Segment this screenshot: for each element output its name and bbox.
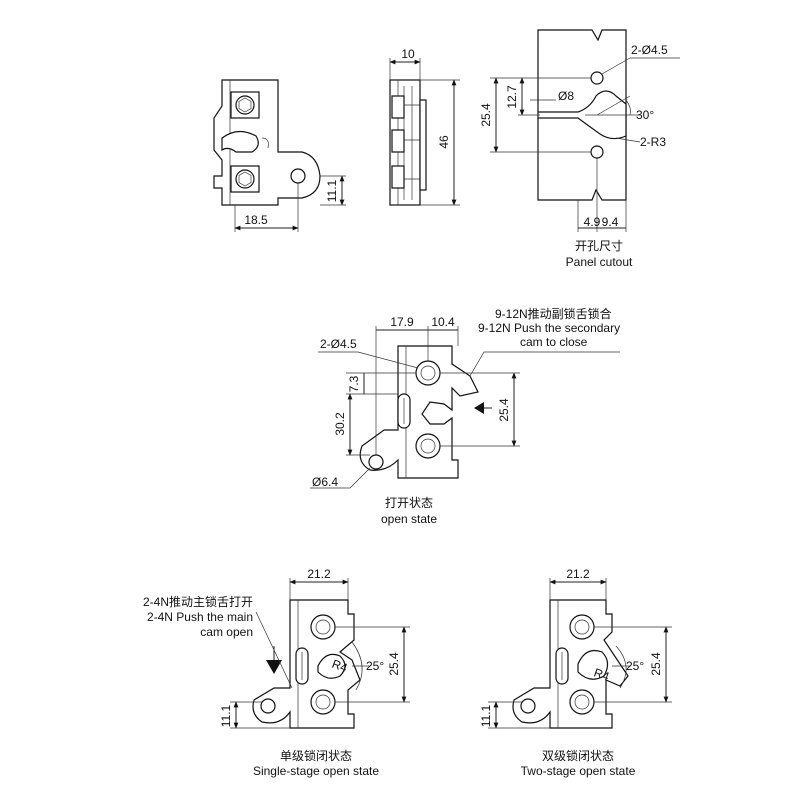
- two-dim-right: 25.4: [649, 652, 663, 676]
- panel-cutout-view: 2-Ø4.5 Ø8 30° 2-R3 25.4 12.7 4.9 9.4 开孔尺…: [479, 29, 680, 269]
- front-height-dim: 11.1: [325, 179, 339, 202]
- open-caption-cn: 打开状态: [385, 496, 433, 510]
- two-radius-label: R4: [592, 665, 612, 684]
- upper-mount-hole: [590, 71, 604, 85]
- open-pivot-hole: [368, 454, 384, 470]
- open-caption-en: open state: [381, 512, 437, 526]
- open-hole-label: 2-Ø4.5: [320, 337, 357, 351]
- single-caption-cn: 单级锁闭状态: [280, 748, 352, 763]
- single-note-en-1: 2-4N Push the main: [147, 610, 253, 624]
- side-height-dim: 46: [437, 135, 451, 149]
- cutout-angle-label: 30°: [636, 108, 654, 122]
- open-dim-left-big: 30.2: [333, 412, 347, 436]
- single-dim-right: 25.4: [387, 652, 401, 676]
- cutout-hole-label: 2-Ø4.5: [631, 43, 668, 57]
- two-dim-bottom-left: 11.1: [479, 704, 493, 727]
- lower-mount-hole: [590, 145, 604, 159]
- lower-screw-hex: [238, 171, 252, 187]
- open-note-en-2: cam to close: [520, 335, 588, 349]
- single-lower-screw: [310, 689, 336, 715]
- front-view: 18.5 11.1: [213, 79, 346, 232]
- open-dim-right: 25.4: [497, 398, 511, 422]
- single-note-cn: 2-4N推动主锁舌打开: [143, 594, 253, 609]
- cutout-caption-en: Panel cutout: [566, 255, 633, 269]
- side-width-dim: 10: [401, 47, 415, 61]
- single-pivot-hole: [260, 698, 276, 714]
- two-upper-screw: [569, 614, 595, 640]
- cutout-total-height: 25.4: [479, 103, 493, 127]
- cutout-slot: [537, 90, 627, 140]
- single-caption-en: Single-stage open state: [253, 764, 379, 778]
- open-state-view: 17.9 10.4 2-Ø4.5 9-12N推动副锁舌锁合 9-12N Push…: [310, 306, 620, 526]
- single-stage-view: 2-4N推动主锁舌打开 2-4N Push the main cam open …: [143, 567, 410, 778]
- push-down-arrow-icon: [266, 660, 282, 674]
- open-upper-screw: [415, 360, 441, 386]
- two-angle-label: 25°: [626, 659, 644, 673]
- two-caption-cn: 双级锁闭状态: [542, 748, 614, 763]
- side-screw-upper: [391, 95, 405, 119]
- side-screw-lower: [391, 165, 405, 189]
- upper-screw-hex: [238, 97, 252, 113]
- open-note-en-1: 9-12N Push the secondary: [478, 321, 620, 335]
- open-body: [359, 345, 479, 479]
- cutout-bottom-a: 4.9: [584, 215, 601, 229]
- open-dim-left-small: 7.3: [347, 375, 361, 392]
- open-dim-top-right: 10.4: [431, 315, 455, 329]
- single-upper-screw: [310, 614, 336, 640]
- two-pivot-hole: [520, 698, 536, 714]
- open-note-cn: 9-12N推动副锁舌锁合: [495, 306, 612, 321]
- two-stage-view: 21.2 R4 25° 25.4 11.1 双级锁闭状态 Two-stage o…: [479, 567, 672, 778]
- open-dim-top-left: 17.9: [390, 315, 414, 329]
- open-lower-screw: [415, 433, 441, 459]
- two-caption-en: Two-stage open state: [521, 764, 636, 778]
- single-cam: [317, 653, 346, 679]
- two-dim-top: 21.2: [566, 567, 590, 581]
- cam-slot: [221, 130, 259, 153]
- side-view: 10 46: [389, 47, 460, 206]
- single-dim-bottom-left: 11.1: [219, 704, 233, 727]
- open-pivot-label: Ø6.4: [312, 475, 338, 489]
- pivot-hole: [290, 168, 306, 184]
- front-width-dim: 18.5: [244, 213, 268, 227]
- cutout-half-height: 12.7: [505, 85, 519, 109]
- single-radius-label: R4: [330, 657, 350, 676]
- cutout-caption-cn: 开孔尺寸: [575, 239, 623, 253]
- two-cam: [577, 649, 609, 680]
- cutout-bottom-b: 9.4: [602, 215, 619, 229]
- single-angle-label: 25°: [366, 659, 384, 673]
- side-flange: [419, 99, 427, 191]
- two-body: [512, 599, 629, 729]
- spring-hook: [261, 137, 269, 149]
- side-spring: [391, 129, 405, 153]
- cutout-radius-label: 2-R3: [640, 135, 666, 149]
- cutout-slot-label: Ø8: [558, 89, 574, 103]
- single-dim-top: 21.2: [307, 567, 331, 581]
- two-lower-screw: [569, 689, 595, 715]
- push-arrow-icon: [474, 402, 484, 414]
- single-note-en-2: cam open: [200, 625, 253, 639]
